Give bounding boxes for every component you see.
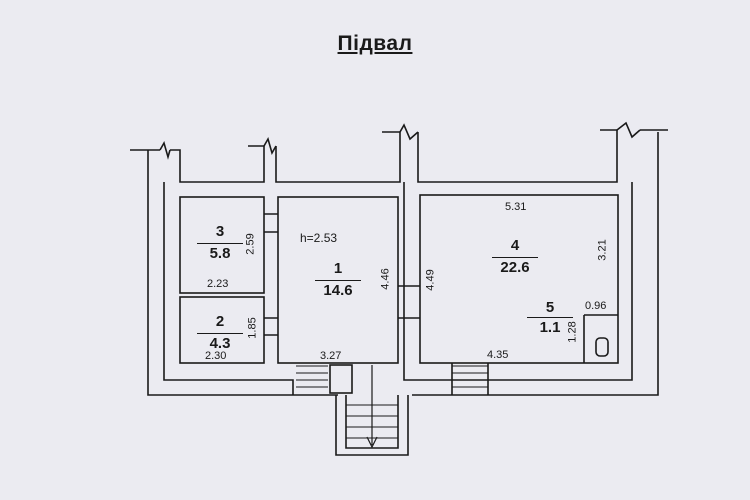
dim-label: 1.28 xyxy=(566,321,579,343)
room-2-wall xyxy=(179,296,265,364)
dim-label: 2.30 xyxy=(205,350,227,362)
room-4-outer xyxy=(403,182,633,381)
room-2-number: 2 xyxy=(215,313,225,330)
left-inner-wall xyxy=(163,182,294,395)
dim-label: 1.85 xyxy=(246,317,259,339)
entry-steps xyxy=(452,365,488,388)
right-steps-walls xyxy=(451,363,489,395)
outer-wall xyxy=(147,150,338,396)
room-5-area: 1.1 xyxy=(527,317,573,336)
room-5-wall xyxy=(583,314,618,363)
dim-label: 2.23 xyxy=(207,278,229,290)
room-1-wall xyxy=(277,196,399,364)
dim-label: 4.49 xyxy=(424,269,437,291)
plan-title: Підвал xyxy=(337,32,413,55)
dim-label: 3.27 xyxy=(320,350,342,362)
dim-label: 2.59 xyxy=(244,233,257,255)
break-mark xyxy=(399,123,419,141)
dim-label: 5.31 xyxy=(505,201,527,213)
stair-rails xyxy=(335,395,409,456)
stair-landing xyxy=(329,364,353,394)
dim-label: 4.35 xyxy=(487,349,509,361)
break-mark xyxy=(159,140,171,160)
room-5-number: 5 xyxy=(545,299,555,316)
room-4-wall xyxy=(419,194,619,364)
room-1-area: 14.6 xyxy=(315,280,361,299)
room-4-area: 22.6 xyxy=(492,257,538,276)
doorway xyxy=(398,285,420,319)
break-mark xyxy=(616,121,641,139)
doorway xyxy=(264,213,278,233)
height-label: h=2.53 xyxy=(300,231,338,245)
room-1-number: 1 xyxy=(333,260,343,277)
dim-label: 3.21 xyxy=(596,239,609,261)
room-3-number: 3 xyxy=(215,223,225,240)
dim-label: 0.96 xyxy=(585,300,607,312)
break-mark xyxy=(263,136,277,156)
room-3-wall xyxy=(179,196,265,294)
room-4-number: 4 xyxy=(510,237,520,254)
stair-arrow xyxy=(366,365,378,449)
entry-steps xyxy=(296,365,328,388)
doorway xyxy=(264,317,278,336)
top-wall xyxy=(130,129,668,183)
room-2-area: 4.3 xyxy=(197,333,243,352)
room-3-area: 5.8 xyxy=(197,243,243,262)
dim-label: 4.46 xyxy=(379,268,392,290)
outer-wall-right xyxy=(412,132,659,396)
toilet-icon xyxy=(595,337,609,357)
